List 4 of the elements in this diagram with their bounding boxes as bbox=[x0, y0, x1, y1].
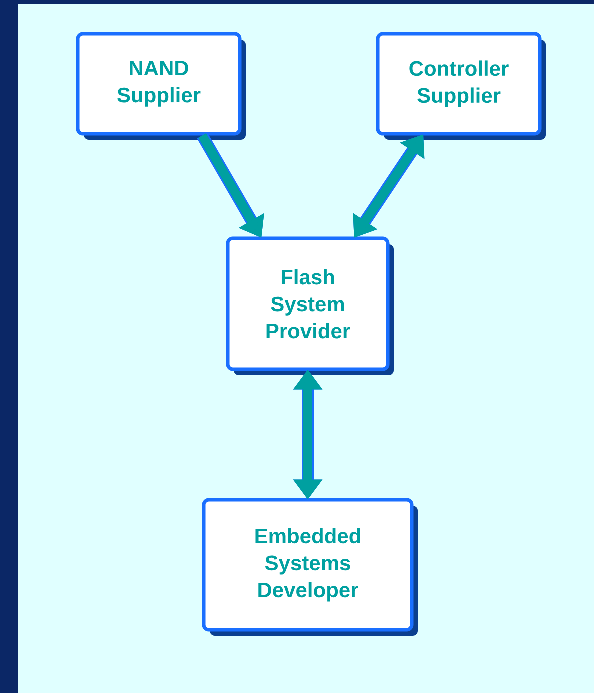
process-box: Embedded Systems Developer bbox=[202, 498, 418, 636]
process-box: Controller Supplier bbox=[376, 32, 546, 140]
process-box: NAND Supplier bbox=[76, 32, 246, 140]
process-box: Flash System Provider bbox=[226, 236, 394, 376]
